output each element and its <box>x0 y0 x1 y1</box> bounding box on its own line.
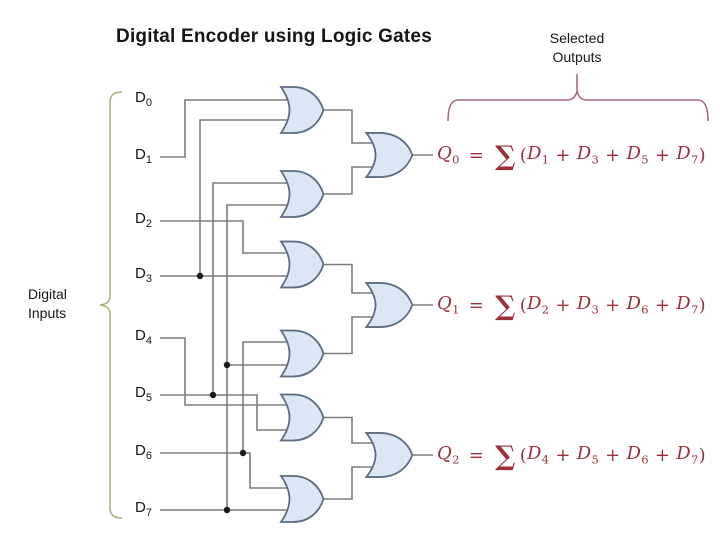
junction-dots <box>196 272 247 514</box>
junction-d7-mid <box>223 361 231 369</box>
plus-sign: + <box>654 294 671 316</box>
input-label-d4: D4 <box>135 327 152 347</box>
wire-g4-g8 <box>324 316 374 355</box>
or-gate-3 <box>280 240 325 289</box>
close-paren: ) <box>698 144 706 166</box>
plus-sign: + <box>654 144 671 166</box>
junction-d5 <box>209 391 217 399</box>
wire-g2-g7 <box>324 166 374 195</box>
or-gate-5 <box>280 393 325 442</box>
or-gate-6 <box>280 475 325 523</box>
plus-sign: + <box>605 294 621 316</box>
plus-sign: + <box>555 144 571 166</box>
plus-sign: + <box>555 444 571 466</box>
page-title: Digital Encoder using Logic Gates <box>116 26 432 47</box>
q2-term-2: D5 <box>576 443 600 467</box>
equals-sign: = <box>468 444 485 466</box>
open-paren: ( <box>519 444 528 466</box>
q0-var: Q0 <box>437 143 460 167</box>
equals-sign: = <box>468 144 485 166</box>
input-label-d1: D1 <box>135 146 152 166</box>
wire-d5 <box>160 394 288 431</box>
input-label-d0: D0 <box>135 89 152 109</box>
input-label-d2: D2 <box>135 210 152 230</box>
junction-d6 <box>239 449 247 457</box>
input-label-d3: D3 <box>135 265 152 285</box>
sigma-symbol: ∑ <box>495 440 516 472</box>
output-equation-q2: Q2 = ∑ ( D4 + D5 + D6 + D7 ) <box>437 438 706 472</box>
plus-sign: + <box>605 144 621 166</box>
inputs-brace <box>99 91 123 519</box>
wire-g1-g7 <box>324 109 374 144</box>
wire-d5-riser <box>212 182 288 395</box>
q2-var: Q2 <box>437 443 460 467</box>
input-label-d7: D7 <box>135 499 152 519</box>
digital-inputs-label: Digital Inputs <box>28 285 92 323</box>
q0-term-2: D3 <box>576 143 600 167</box>
wire-d7-riser <box>226 204 288 510</box>
wire-d4 <box>160 337 288 406</box>
output-equation-q1: Q1 = ∑ ( D2 + D3 + D6 + D7 ) <box>437 288 706 322</box>
q1-term-1: D2 <box>527 293 550 317</box>
wire-d6 <box>160 452 288 489</box>
q1-term-4: D7 <box>676 293 699 317</box>
digital-inputs-line1: Digital <box>28 286 67 302</box>
q0-term-1: D1 <box>527 143 550 167</box>
q1-term-3: D6 <box>626 293 649 317</box>
plus-sign: + <box>654 444 671 466</box>
wire-d6-riser <box>242 341 288 453</box>
or-gate-2 <box>280 170 325 218</box>
wire-d2 <box>160 220 288 254</box>
q2-term-3: D6 <box>626 443 649 467</box>
digital-inputs-line2: Inputs <box>28 304 67 321</box>
or-gate-1 <box>280 86 325 134</box>
output-equation-q0: Q0 = ∑ ( D1 + D3 + D5 + D7 ) <box>437 138 706 172</box>
wire-g6-g9 <box>324 466 374 500</box>
q0-term-4: D7 <box>676 143 699 167</box>
input-label-d5: D5 <box>135 384 152 404</box>
wires <box>160 99 433 511</box>
open-paren: ( <box>519 144 528 166</box>
q0-term-3: D5 <box>626 143 649 167</box>
or-gate-q0 <box>365 131 414 179</box>
open-paren: ( <box>519 294 528 316</box>
wire-d3-riser <box>199 119 288 276</box>
junction-d7 <box>223 506 231 514</box>
selected-outputs-line2: Outputs <box>552 48 602 65</box>
plus-sign: + <box>555 294 571 316</box>
sigma-symbol: ∑ <box>495 290 516 322</box>
q2-term-1: D4 <box>527 443 550 467</box>
outputs-brace <box>447 74 709 122</box>
wire-g5-g9 <box>324 416 374 444</box>
or-gate-q1 <box>365 281 414 329</box>
plus-sign: + <box>605 444 621 466</box>
selected-outputs-label: Selected Outputs <box>517 29 637 67</box>
close-paren: ) <box>698 444 706 466</box>
selected-outputs-line1: Selected <box>549 30 605 46</box>
input-label-d6: D6 <box>135 442 152 462</box>
q1-var: Q1 <box>437 293 460 317</box>
junction-d3 <box>196 272 204 280</box>
equals-sign: = <box>468 294 485 316</box>
q2-term-4: D7 <box>676 443 699 467</box>
q1-term-2: D3 <box>576 293 600 317</box>
or-gate-q2 <box>365 431 414 479</box>
close-paren: ) <box>698 294 706 316</box>
or-gate-4 <box>280 329 325 378</box>
sigma-symbol: ∑ <box>495 140 516 172</box>
wire-g3-g8 <box>324 263 374 294</box>
wire-d1 <box>160 99 288 158</box>
